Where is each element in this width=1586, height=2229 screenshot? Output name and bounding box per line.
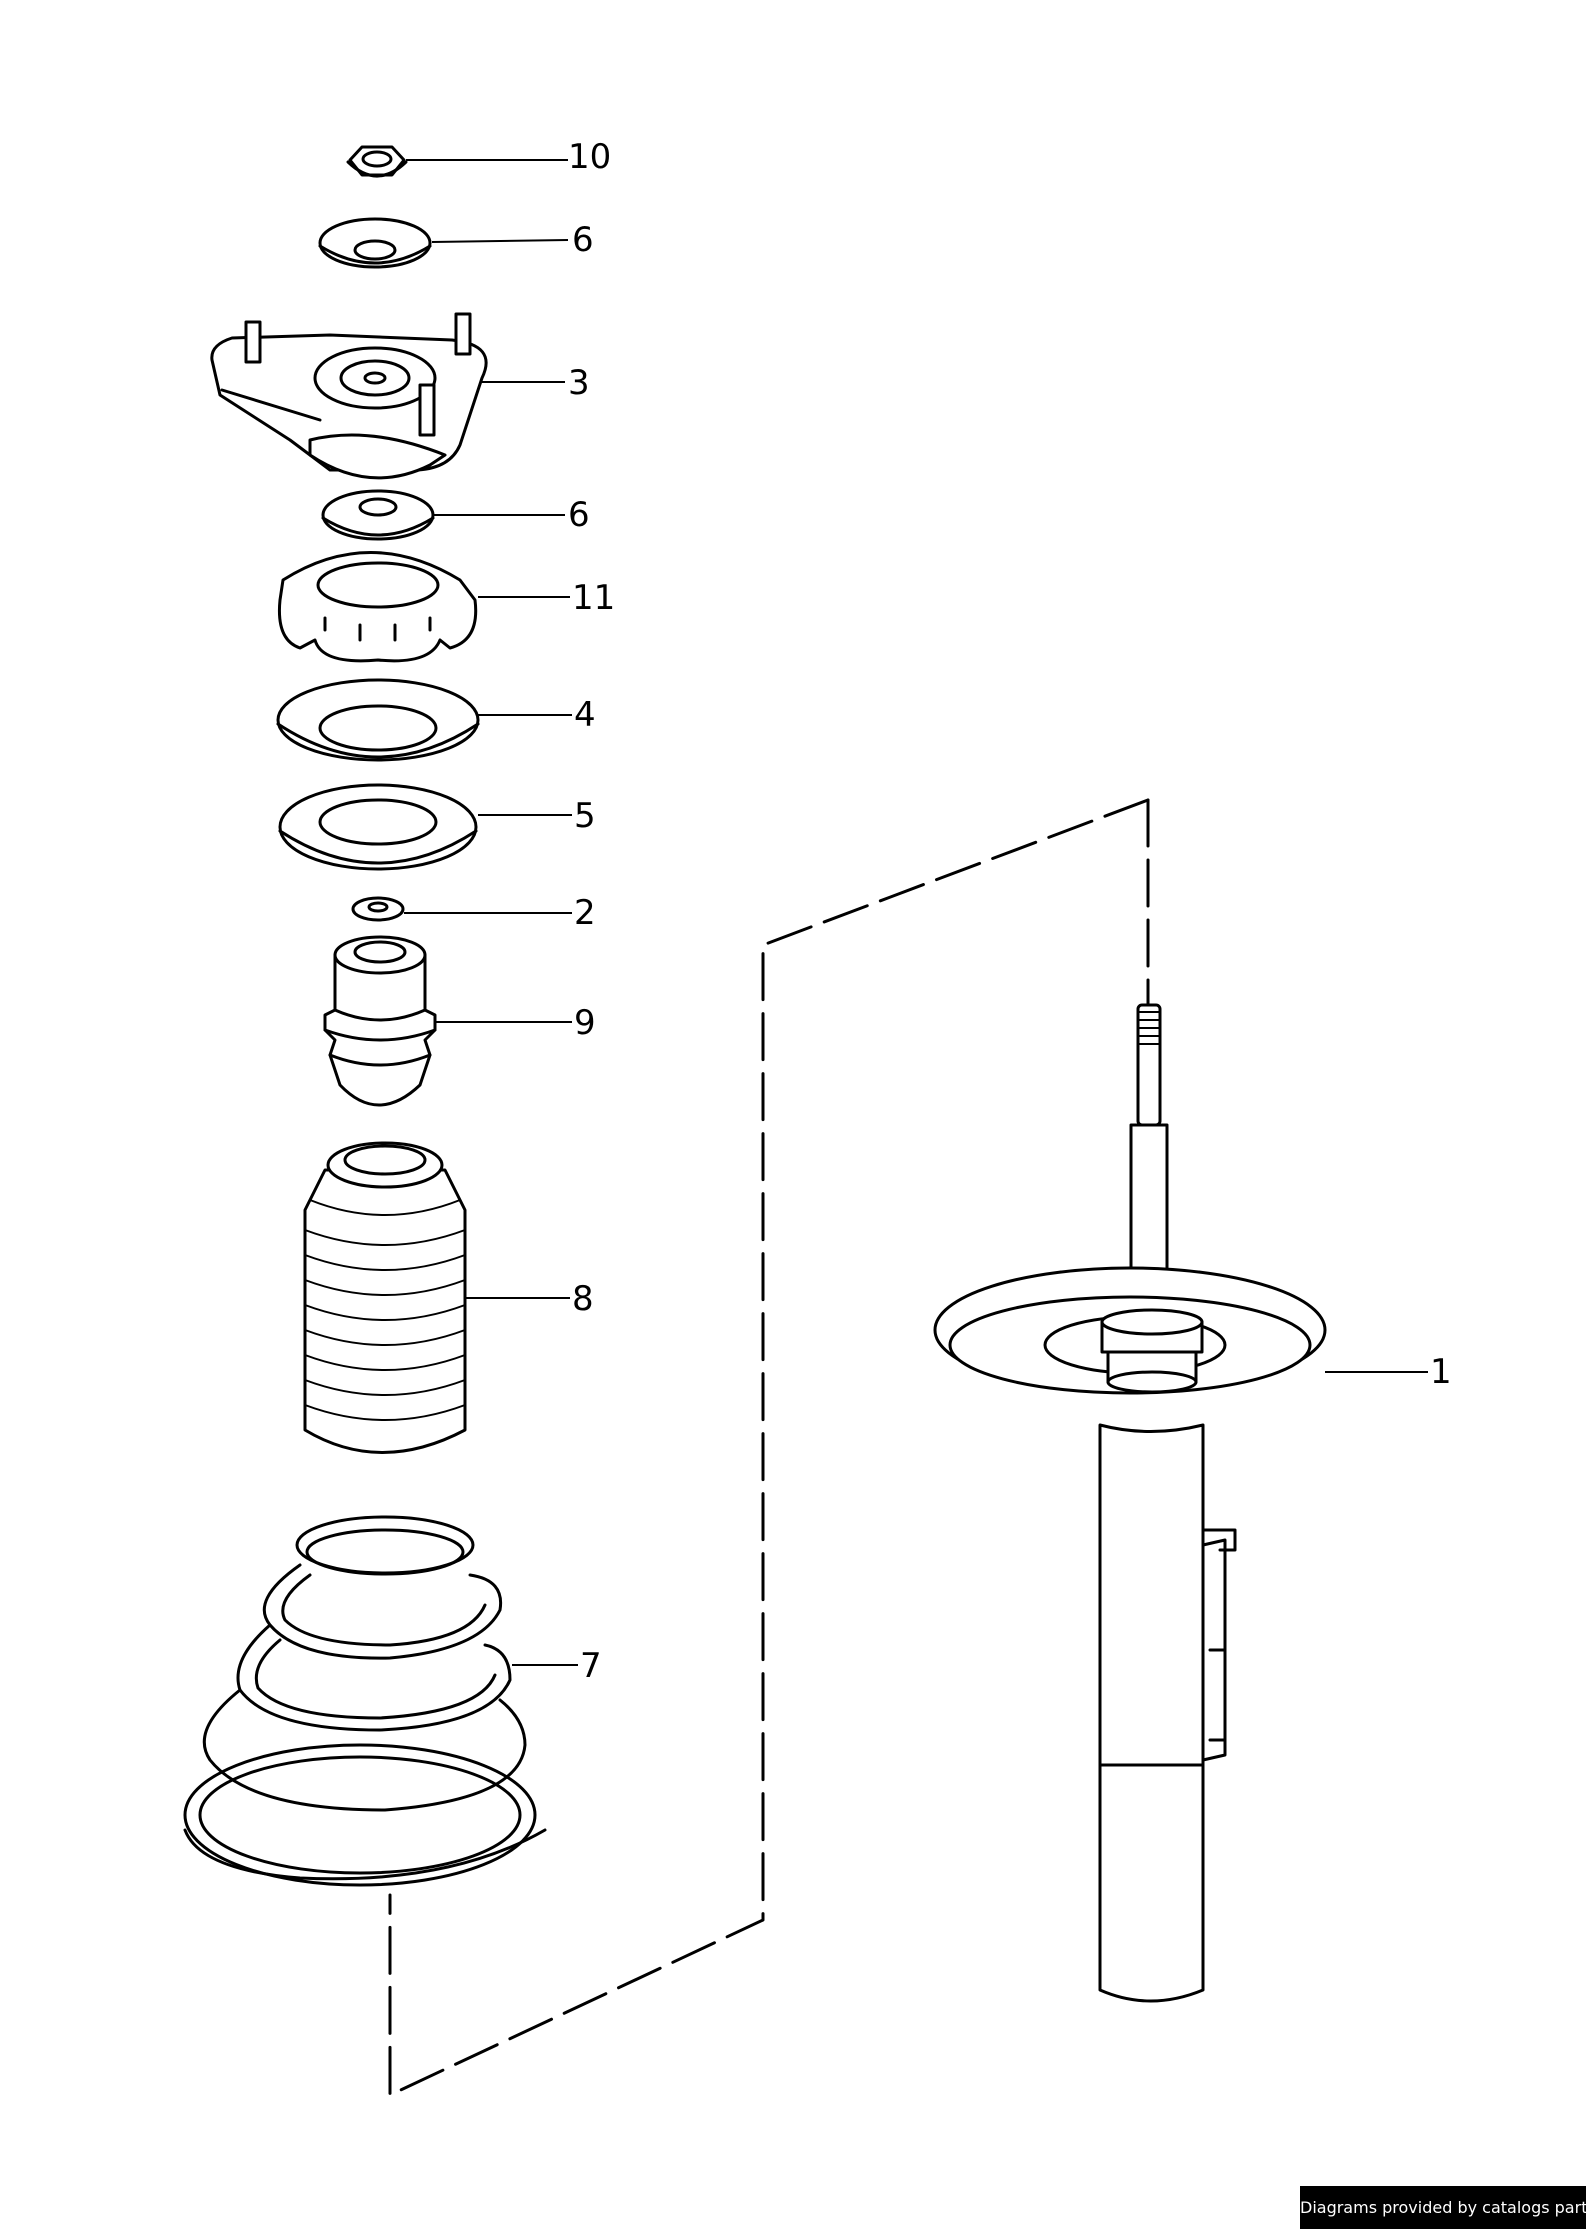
part-7-coil-spring (183, 1515, 547, 1887)
callout-6-top: 6 (431, 220, 594, 260)
diagram-credit-badge: Diagrams provided by catalogs parts (1300, 2186, 1586, 2229)
callout-number: 10 (568, 137, 611, 177)
part-5-spring-pad (278, 783, 478, 871)
part-9-bump-stop (323, 935, 437, 1107)
part-2-small-washer (351, 896, 405, 922)
part-4-spring-seat (276, 678, 480, 762)
callout-2: 2 (404, 893, 596, 933)
part-11-cushion (277, 551, 478, 663)
callout-number: 1 (1430, 1352, 1452, 1392)
callout-number: 6 (568, 495, 590, 535)
callout-number: 3 (568, 363, 590, 403)
part-3-strut-mount (210, 312, 488, 480)
part-8-dust-boot (303, 1141, 467, 1454)
callout-number: 7 (580, 1646, 602, 1686)
callout-number: 2 (574, 893, 596, 933)
callout-number: 11 (572, 578, 615, 618)
callout-number: 9 (574, 1003, 596, 1043)
callout-number: 8 (572, 1279, 594, 1319)
part-6-washer-top (318, 217, 432, 269)
callout-5: 5 (478, 796, 596, 836)
callout-number: 5 (574, 796, 596, 836)
callout-number: 4 (574, 695, 596, 735)
part-10-nut (346, 145, 408, 178)
callout-8: 8 (466, 1279, 594, 1319)
callout-9: 9 (436, 1003, 596, 1043)
callout-4: 4 (478, 695, 596, 735)
callout-11: 11 (478, 578, 615, 618)
callout-7: 7 (512, 1646, 602, 1686)
callout-3: 3 (482, 363, 590, 403)
assembly-dashed-line (388, 798, 1150, 2097)
callout-6-middle: 6 (433, 495, 590, 535)
part-6-washer-middle (321, 489, 435, 541)
callout-1: 1 (1325, 1352, 1452, 1392)
callout-number: 6 (572, 220, 594, 260)
callout-10: 10 (406, 137, 611, 177)
part-1-strut-assembly (933, 1003, 1327, 2003)
